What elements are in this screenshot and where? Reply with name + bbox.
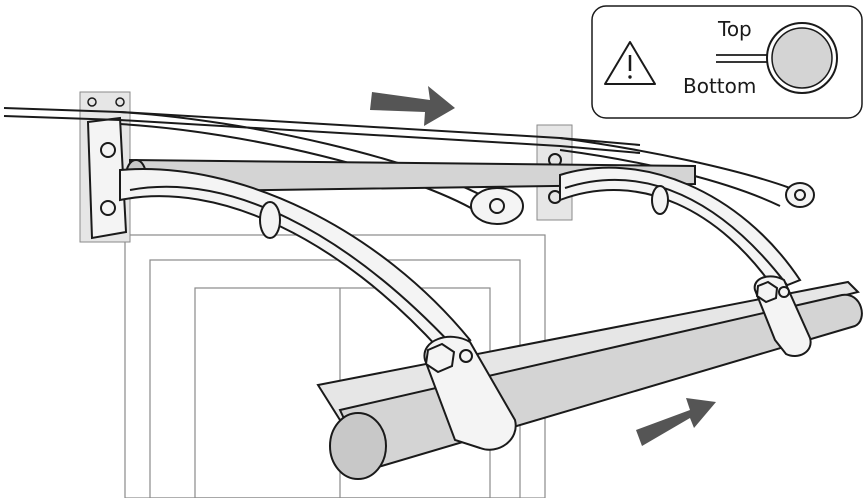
slide-direction-arrow-front <box>636 398 716 446</box>
top-label: Top <box>717 17 752 41</box>
warning-triangle-icon <box>604 41 656 85</box>
bottom-label: Bottom <box>683 74 756 98</box>
front-left-clamp <box>423 335 517 451</box>
front-right-clamp <box>753 275 812 357</box>
left-wall-plate <box>79 91 131 243</box>
right-arm <box>559 166 802 292</box>
slide-direction-arrow-top <box>370 86 455 126</box>
left-arm <box>119 168 472 352</box>
orientation-legend: Top Bottom <box>591 5 863 119</box>
